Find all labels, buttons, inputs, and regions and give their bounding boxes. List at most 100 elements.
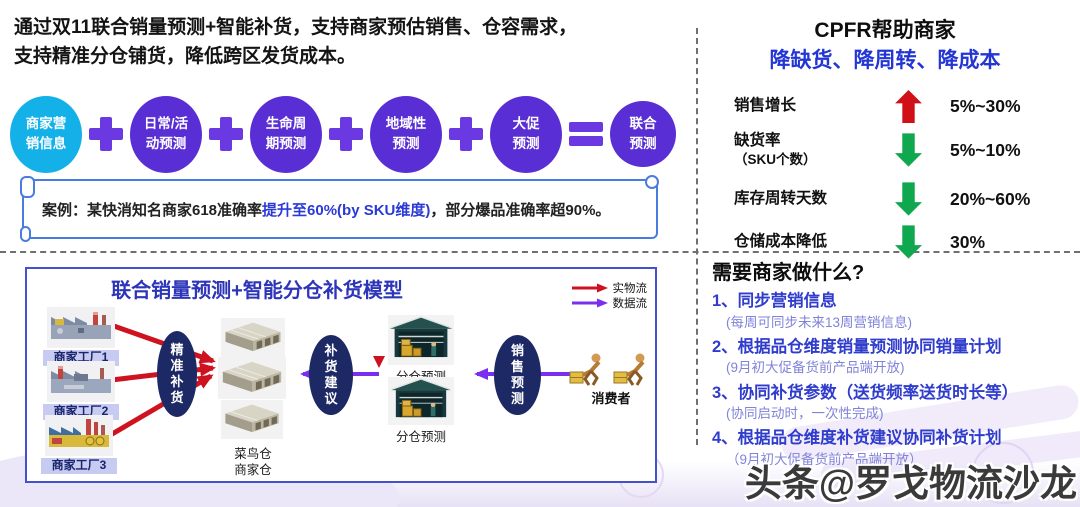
factory-icon xyxy=(45,415,113,456)
metric-row-warehouse-cost: 仓储成本降低 30% xyxy=(734,222,1050,262)
metric-label: 仓储成本降低 xyxy=(734,232,880,252)
warehouse-icon xyxy=(218,357,286,399)
legend-label: 实物流 xyxy=(612,282,648,295)
down-arrow-icon xyxy=(880,131,936,169)
metric-label: 销售增长 xyxy=(734,96,880,116)
warehouse-icon xyxy=(221,318,285,358)
metric-sublabel: （SKU个数） xyxy=(734,152,817,168)
metric-value: 30% xyxy=(950,231,986,252)
formula-node-text: 商家营 xyxy=(25,115,67,131)
headline: 通过双11联合销量预测+智能补货，支持商家预估销售、仓容需求， 支持精准分仓铺货… xyxy=(14,13,684,72)
plus-icon xyxy=(329,117,363,151)
todo-note-2: (9月初大促备货前产品端开放) xyxy=(726,360,905,376)
watermark: 头条@罗戈物流沙龙 xyxy=(744,463,1077,504)
formula-node-merchant-marketing: 商家营 销信息 xyxy=(10,95,82,173)
plus-icon xyxy=(209,117,243,151)
metric-row-stockout-rate: 缺货率 （SKU个数） 5%~10% xyxy=(734,124,1050,176)
forecast-formula-row: 商家营 销信息 日常/活 动预测 生命周 期预测 地域性 预测 大促 预测 联合… xyxy=(10,94,676,174)
todo-title: 需要商家做什么? xyxy=(712,262,865,284)
down-arrow-icon xyxy=(880,225,936,259)
todo-item-4: 4、根据品仓维度补货建议协同补货计划 xyxy=(712,429,1002,448)
node-sales-forecast: 销售预测 xyxy=(494,335,541,415)
node-label: 销售预测 xyxy=(510,342,524,407)
legend-label: 数据流 xyxy=(612,297,648,310)
scroll-curl-decor xyxy=(20,226,31,242)
factory-2: 商家工厂2 xyxy=(43,361,119,420)
metric-row-sales-growth: 销售增长 5%~30% xyxy=(734,88,1050,124)
case-study-box: 案例：某快消知名商家618准确率提升至60%(by SKU维度)，部分爆品准确率… xyxy=(20,175,659,242)
node-label: 补货建议 xyxy=(324,342,338,407)
case-text-prefix: 案例：某快消知名商家618准确率 xyxy=(42,201,263,219)
metric-label: 缺货率 （SKU个数） xyxy=(734,131,880,169)
up-arrow-icon xyxy=(880,89,936,123)
formula-node-text: 大促 xyxy=(512,115,540,131)
node-label: 精准补货 xyxy=(170,341,184,406)
factory-1: 商家工厂1 xyxy=(43,307,119,366)
down-arrow-icon xyxy=(880,182,936,216)
background-circle-decor xyxy=(972,442,1034,504)
metric-label-text: 库存周转天数 xyxy=(734,189,828,207)
formula-node-text: 销信息 xyxy=(25,136,67,151)
metric-label-text: 仓储成本降低 xyxy=(734,232,828,250)
horizontal-dashed-divider xyxy=(0,251,1080,253)
metric-label: 库存周转天数 xyxy=(734,189,880,209)
case-text-suffix: ，部分爆品准确率超90%。 xyxy=(430,201,611,219)
metric-value: 20%~60% xyxy=(950,188,1031,209)
formula-node-joint-forecast: 联合 预测 xyxy=(610,101,676,167)
todo-note-4: （9月初大促备货前产品端开放） xyxy=(726,452,923,468)
consumer-icon xyxy=(569,353,601,386)
todo-item-3: 3、协同补货参数（送货频率送货时长等） xyxy=(712,383,1019,402)
shed-icon xyxy=(388,315,454,365)
factory-icon xyxy=(47,361,115,402)
headline-line1: 通过双11联合销量预测+智能补货，支持商家预估销售、仓容需求， xyxy=(14,17,578,38)
cpfr-metrics: 销售增长 5%~30% 缺货率 （SKU个数） 5%~10% 库存周转天数 xyxy=(734,88,1050,262)
warehouse-label: 菜鸟仓 商家仓 xyxy=(219,446,287,479)
merchant-todo-section: 需要商家做什么? 1、同步营销信息 (每周可同步未来13周营销信息) 2、根据品… xyxy=(712,256,1074,468)
sub-warehouse-forecast-top: 分仓预测 xyxy=(387,315,455,385)
formula-node-big-promo: 大促 预测 xyxy=(490,95,562,173)
formula-node-text: 预测 xyxy=(392,136,420,151)
factory-3: 商家工厂3 xyxy=(41,415,117,474)
metric-value: 5%~10% xyxy=(950,139,1021,160)
metric-row-inventory-turnover: 库存周转天数 20%~60% xyxy=(734,176,1050,222)
formula-node-text: 预测 xyxy=(512,136,540,151)
factory-icon xyxy=(47,307,115,348)
warehouse-label-line: 商家仓 xyxy=(234,463,272,478)
cpfr-title: CPFR帮助商家 xyxy=(814,19,956,42)
replenishment-model-panel: 联合销量预测+智能分仓补货模型 实物流 数据流 xyxy=(25,267,657,483)
formula-node-text: 地域性 xyxy=(385,115,427,131)
shed-icon xyxy=(388,377,454,425)
consumer-icon xyxy=(613,353,645,386)
node-replenishment-suggestion: 补货建议 xyxy=(309,335,353,415)
equals-icon xyxy=(569,117,603,151)
metric-label-text: 缺货率 xyxy=(734,132,781,150)
consumer-label: 消费者 xyxy=(591,391,631,406)
metric-label-text: 销售增长 xyxy=(734,96,797,114)
node-precise-replenishment: 精准补货 xyxy=(157,331,197,417)
sub-warehouse-forecast-label: 分仓预测 xyxy=(395,430,446,444)
data-flow-arrow-icon xyxy=(571,298,608,307)
todo-note-1: (每周可同步未来13周营销信息) xyxy=(726,314,913,330)
todo-item-2: 2、根据品仓维度销量预测协同销量计划 xyxy=(712,337,1002,356)
formula-node-text: 动预测 xyxy=(145,136,187,151)
flow-legend: 实物流 数据流 xyxy=(571,280,648,310)
diagram-title: 联合销量预测+智能分仓补货模型 xyxy=(111,280,403,302)
cpfr-subtitle: 降缺货、降周转、降成本 xyxy=(769,49,1001,72)
sub-warehouse-forecast-bottom: 分仓预测 xyxy=(387,377,455,445)
physical-flow-arrow-icon xyxy=(571,283,608,292)
formula-node-text: 预测 xyxy=(629,136,657,151)
todo-note-3: (协同启动时，一次性完成) xyxy=(726,406,884,422)
plus-icon xyxy=(449,117,483,151)
legend-row-physical: 实物流 xyxy=(571,280,648,295)
formula-node-text: 日常/活 xyxy=(143,115,189,131)
formula-node-text: 期预测 xyxy=(265,136,307,151)
factory-label: 商家工厂3 xyxy=(41,458,117,474)
legend-row-data: 数据流 xyxy=(571,295,648,310)
formula-node-daily-activity: 日常/活 动预测 xyxy=(130,95,202,173)
warehouse-label-line: 菜鸟仓 xyxy=(234,447,272,461)
formula-node-text: 联合 xyxy=(629,115,657,131)
vertical-dashed-divider xyxy=(696,28,698,445)
plus-icon xyxy=(89,117,123,151)
case-text-highlight: 提升至60%(by SKU维度) xyxy=(262,201,431,219)
